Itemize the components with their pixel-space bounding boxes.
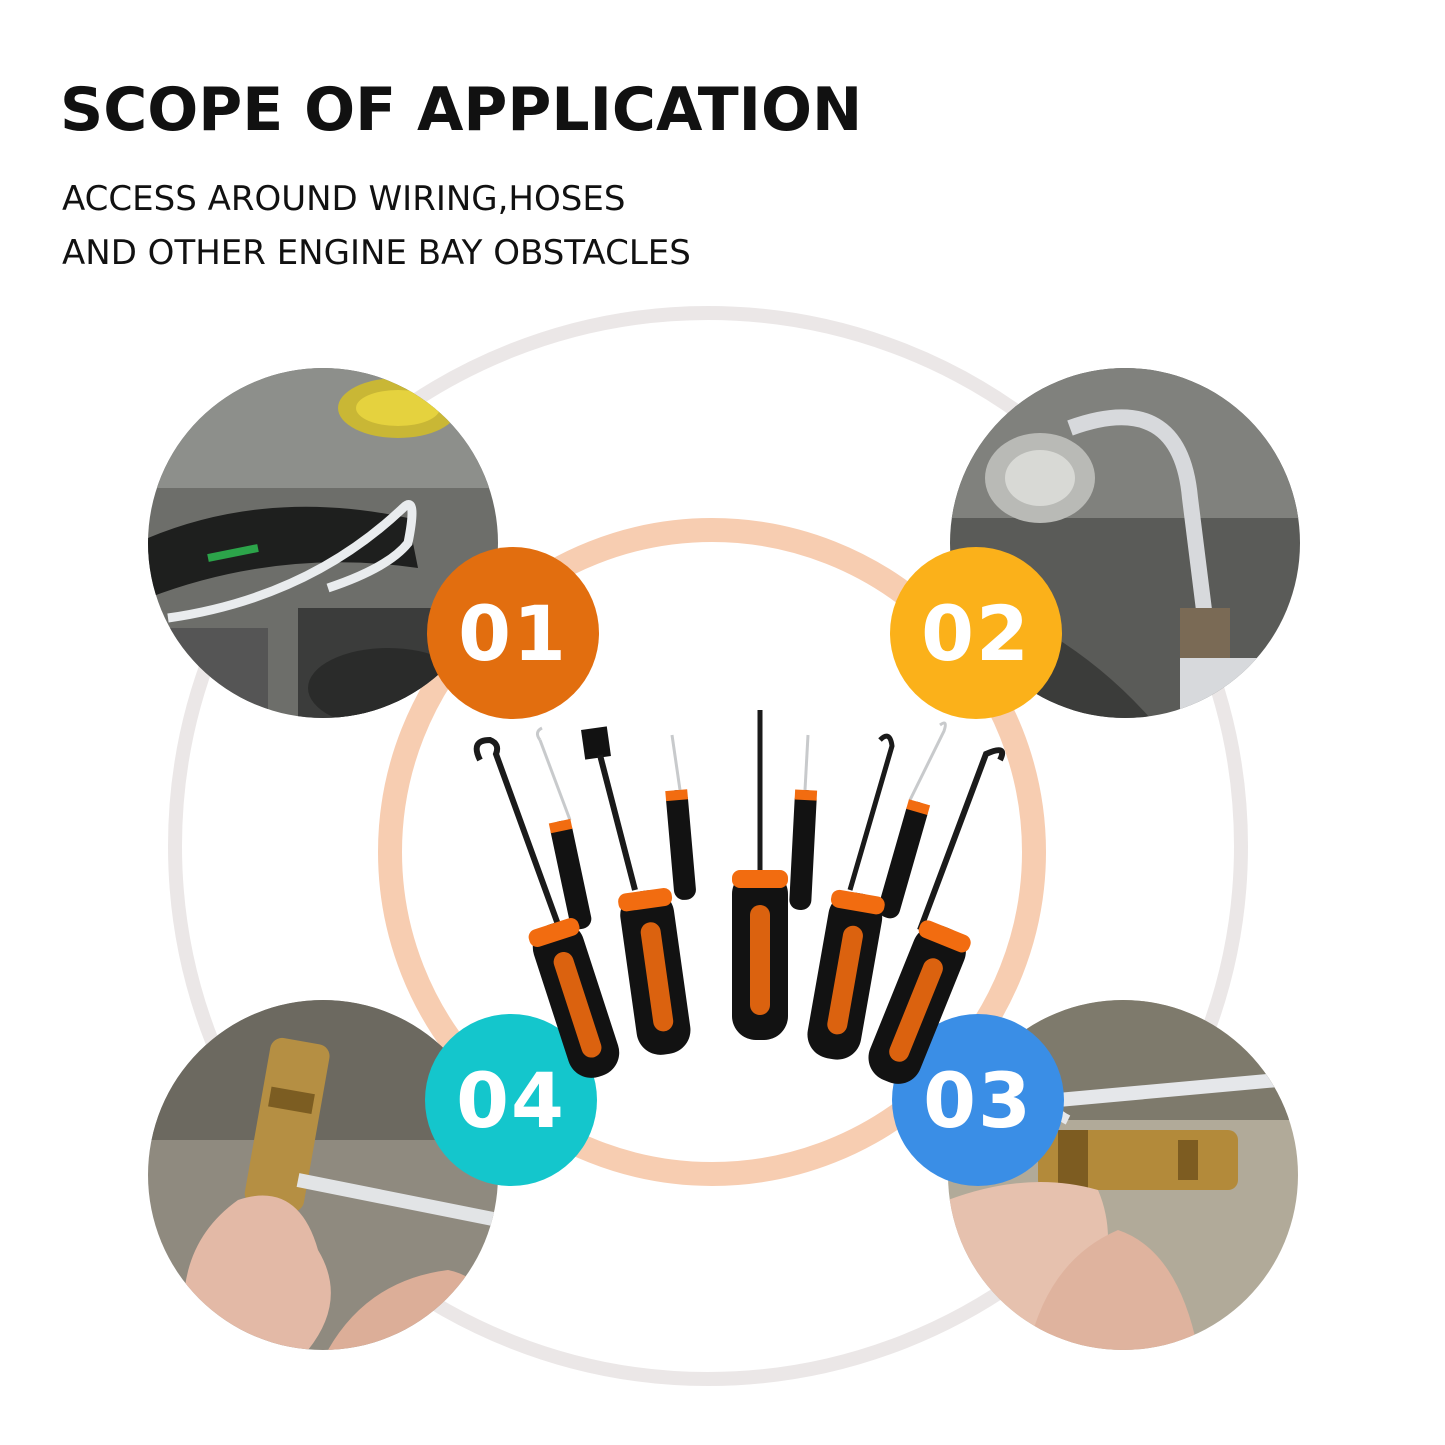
subtitle-line-2: AND OTHER ENGINE BAY OBSTACLES <box>62 233 691 273</box>
pick-hook-tool-set <box>440 700 1040 1100</box>
large-scraper-handle <box>618 888 691 1055</box>
page-title: SCOPE OF APPLICATION <box>60 75 863 145</box>
large-hook-tool-1 <box>473 736 620 1078</box>
large-awl-handle <box>732 870 788 1040</box>
small-pick-tool-1 <box>535 726 592 930</box>
step-badge-02: 02 <box>890 547 1062 719</box>
large-hook-tool-2 <box>807 889 885 1060</box>
small-pick-tool-3 <box>789 734 818 910</box>
scraper-tool <box>581 726 638 891</box>
step-badge-01: 01 <box>427 547 599 719</box>
hook-tool-back <box>847 733 895 891</box>
subtitle-line-1: ACCESS AROUND WIRING,HOSES <box>62 179 626 219</box>
large-hook-tool-3 <box>868 747 1006 1084</box>
tool-set-drawing <box>473 710 1006 1084</box>
small-pick-tool-4 <box>878 721 947 919</box>
small-pick-tool-2 <box>665 734 696 900</box>
page-subtitle: ACCESS AROUND WIRING,HOSES AND OTHER ENG… <box>62 172 691 280</box>
